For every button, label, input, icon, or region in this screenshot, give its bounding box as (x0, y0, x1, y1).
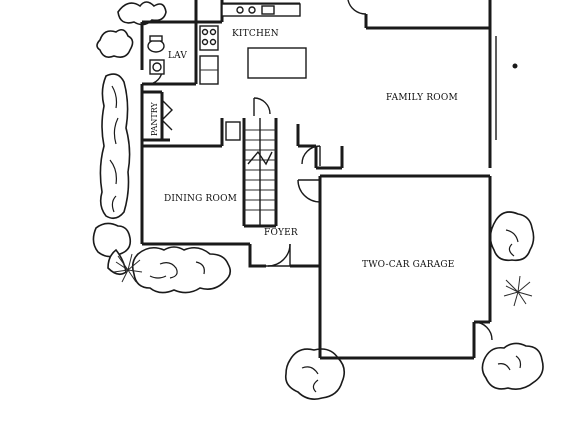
landscaping-right (481, 63, 544, 390)
range (199, 25, 219, 51)
label-dining-room: DINING ROOM (164, 194, 237, 204)
label-family-room: FAMILY ROOM (386, 93, 458, 103)
plant-star-left (113, 253, 143, 283)
label-lav: LAV (168, 51, 187, 61)
fixtures (147, 3, 307, 85)
plant-star-right (503, 275, 533, 307)
label-garage: TWO-CAR GARAGE (362, 260, 455, 270)
label-kitchen: KITCHEN (232, 29, 279, 39)
toilet (147, 39, 165, 53)
landscaping-left (92, 1, 232, 294)
label-foyer: FOYER (264, 228, 298, 238)
room-labels: KITCHEN LAV PANTRY FAMILY ROOM DINING RO… (150, 29, 458, 270)
kitchen-island (247, 47, 307, 79)
doors (147, 0, 493, 341)
staircase (225, 118, 276, 226)
label-pantry: PANTRY (150, 101, 159, 136)
landscaping-bottom (284, 348, 346, 400)
interior-walls (142, 22, 344, 228)
